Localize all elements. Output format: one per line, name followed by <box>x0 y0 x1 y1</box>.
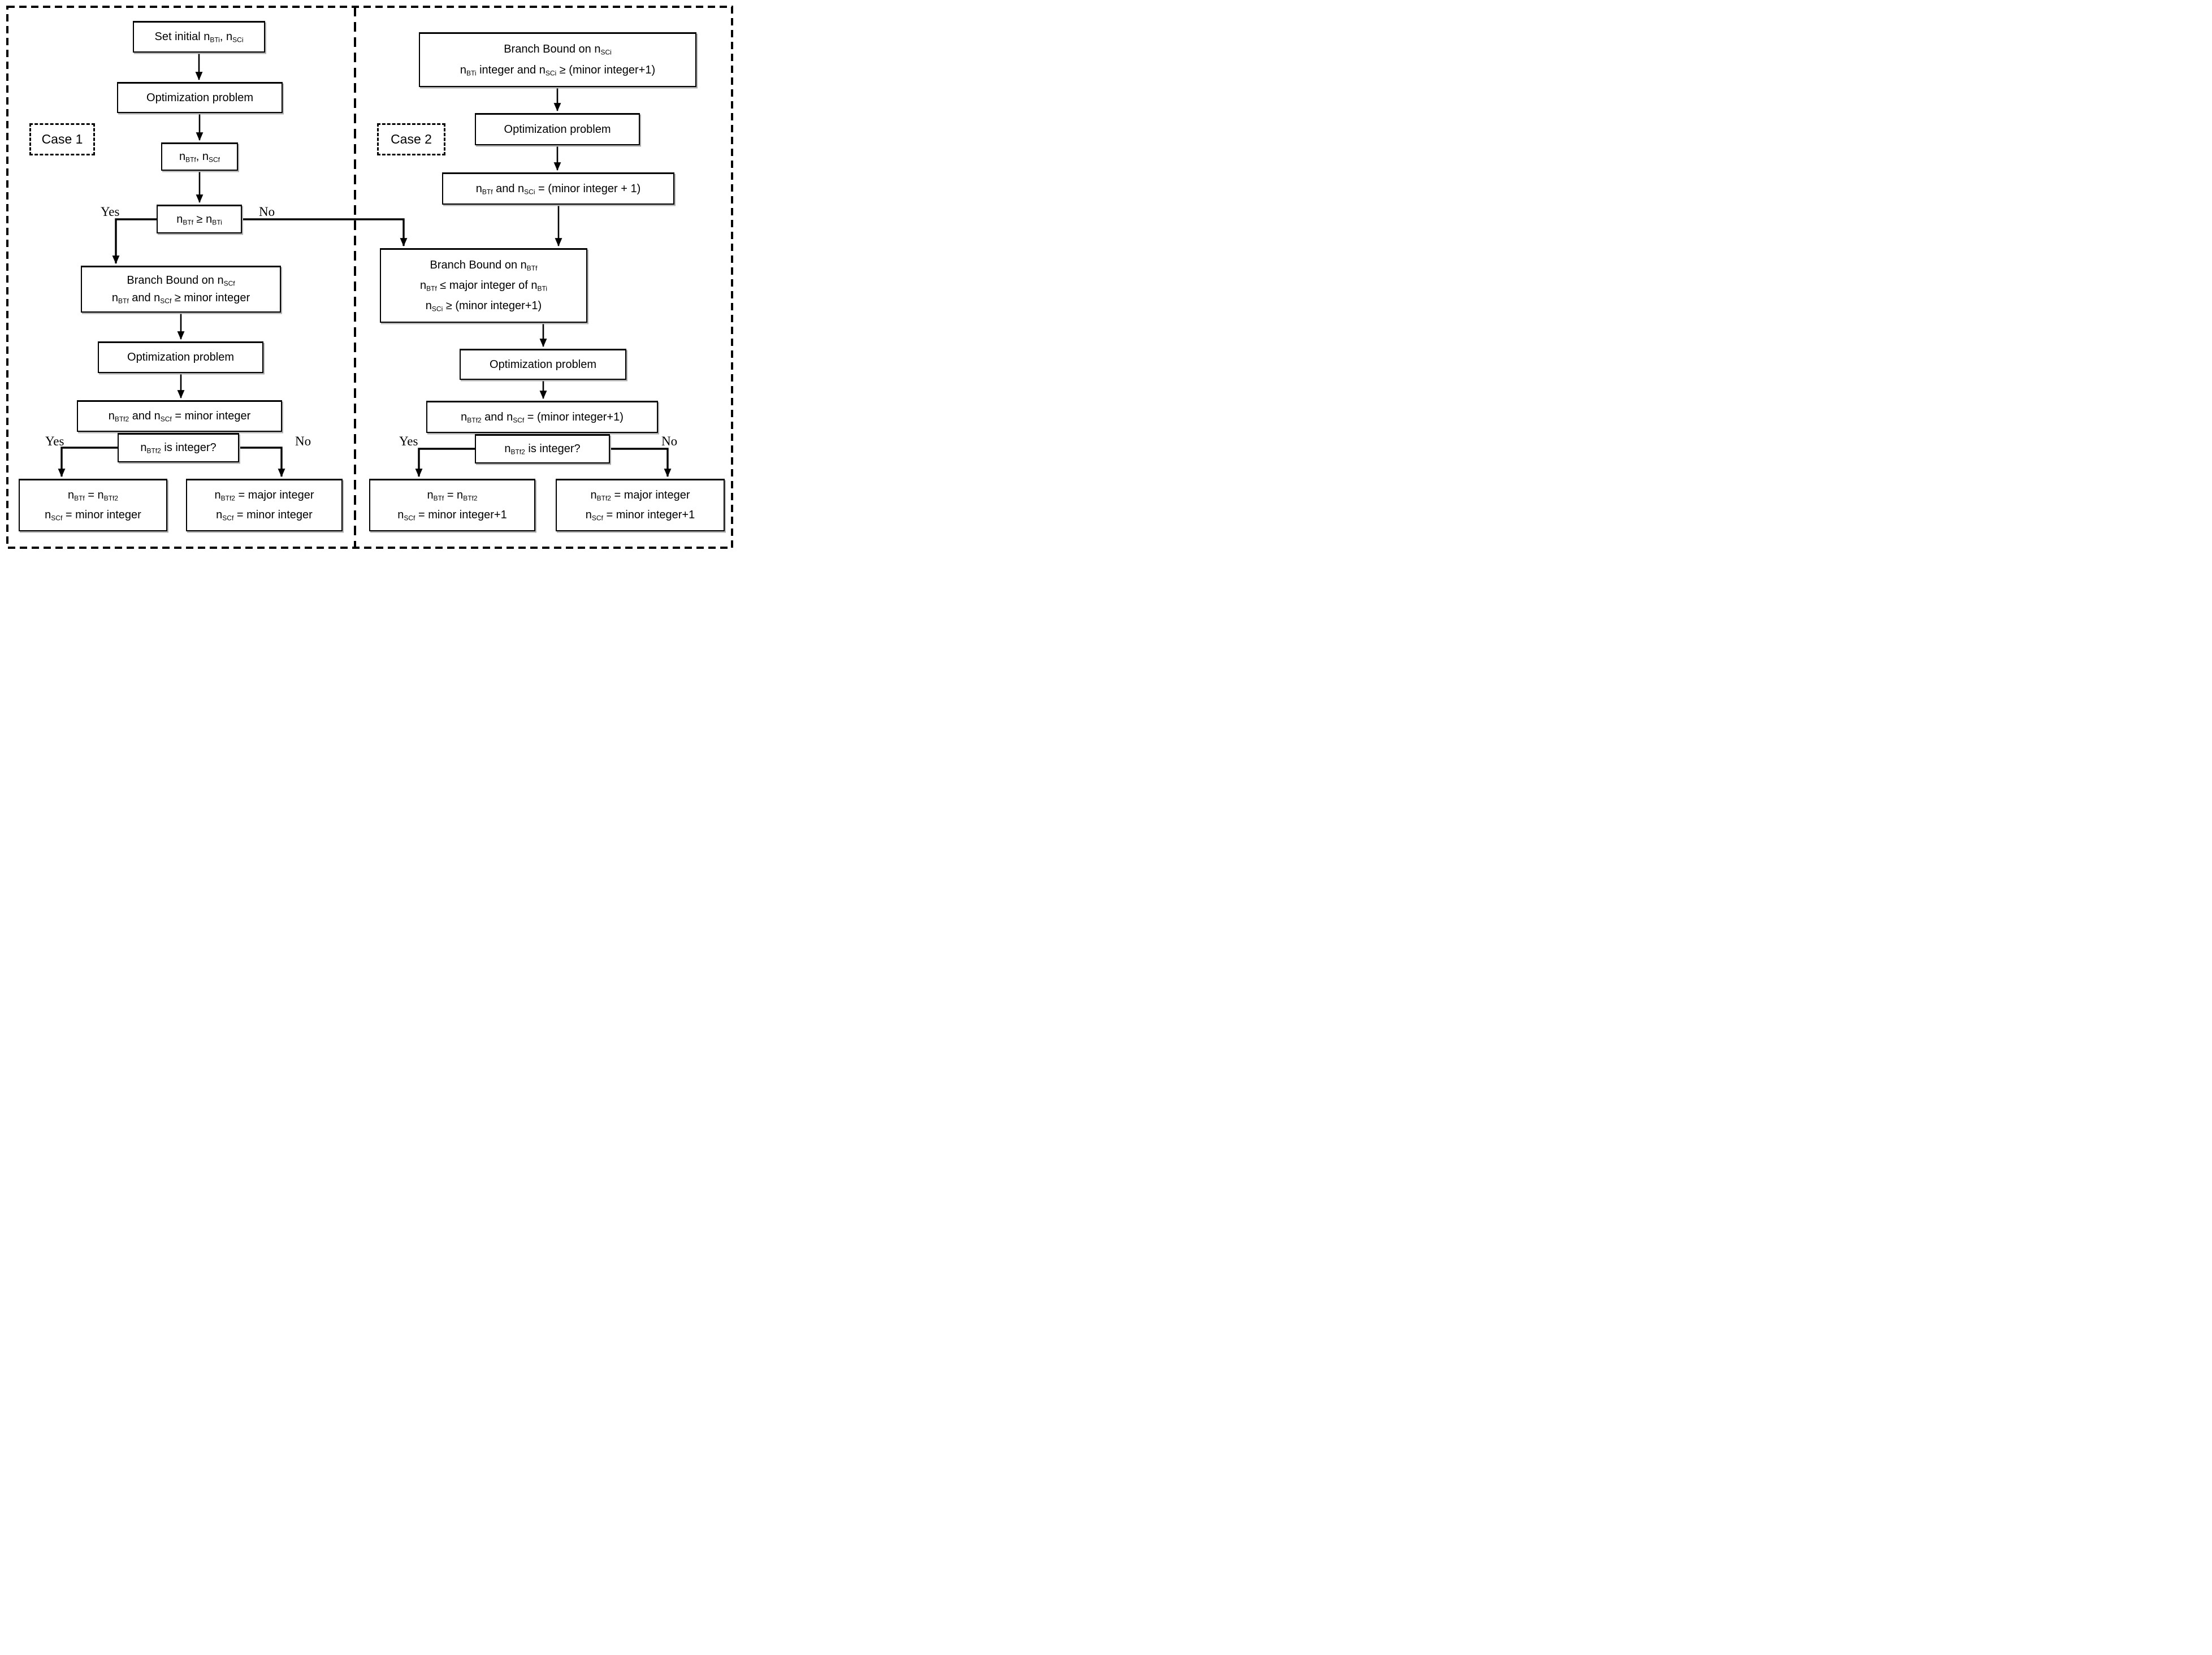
label-no-decision2: No <box>295 434 311 448</box>
node-optimization-problem-3: Optimization problem <box>475 113 640 145</box>
arrow-decision1-no-to-branch-bound-nbtf <box>242 218 408 247</box>
decision-nbtf2-is-integer-case2: nBTf2 is integer? <box>475 434 610 463</box>
box-text-line: nBTf2 is integer? <box>140 441 217 455</box>
box-text-line: nBTf = nBTf2 <box>67 489 119 502</box>
node-branch-bound-nbtf: Branch Bound on nBTf nBTf ≤ major intege… <box>380 248 587 323</box>
node-set-initial: Set initial nBTi, nSCi <box>133 21 265 53</box>
box-text-line: nBTf2 = major integer <box>214 489 314 502</box>
node-branch-bound-nsci: Branch Bound on nSCi nBTi integer and nS… <box>419 32 696 87</box>
label-no-decision1: No <box>259 205 275 219</box>
node-nbtf-nscf: nBTf, nSCf <box>161 142 238 171</box>
box-text-line: Optimization problem <box>127 351 234 363</box>
node-branch-bound-nscf: Branch Bound on nSCf nBTf and nSCf ≥ min… <box>81 266 281 313</box>
case2-label: Case 2 <box>391 132 432 146</box>
box-text-line: Set initial nBTi, nSCi <box>154 31 244 44</box>
box-text-line: nSCf = minor integer <box>216 509 313 522</box>
decision-nbtf-gte-nbti: nBTf ≥ nBTi <box>157 205 242 233</box>
arrow-decision1-yes-to-branch-bound-nscf <box>112 218 157 265</box>
box-text-line: nBTf2 = major integer <box>590 489 690 502</box>
box-text-line: Optimization problem <box>146 91 253 104</box>
box-text-line: Branch Bound on nSCf <box>127 274 235 288</box>
box-text-line: Branch Bound on nSCi <box>504 43 612 57</box>
box-text-line: Branch Bound on nBTf <box>430 259 538 272</box>
box-text-line: nSCf = minor integer+1 <box>585 509 695 522</box>
box-text-line: Optimization problem <box>504 123 611 136</box>
label-no-decision3: No <box>661 434 678 448</box>
label-yes-decision1: Yes <box>101 205 120 219</box>
box-text-line: nBTf and nSCi = (minor integer + 1) <box>475 182 641 196</box>
box-text-line: nSCf = minor integer <box>45 509 141 522</box>
box-text-line: nBTf2 is integer? <box>504 443 581 456</box>
box-text-line: nBTf ≤ major integer of nBTi <box>419 279 548 293</box>
decision-nbtf2-is-integer-case1: nBTf2 is integer? <box>118 433 239 462</box>
connector-layer <box>6 6 733 549</box>
outer-dashed-border <box>6 6 733 549</box>
box-text-line: nBTf = nBTf2 <box>427 489 478 502</box>
arrow-decision3-no-to-result <box>610 448 672 478</box>
box-text-line: nBTf2 and nSCf = (minor integer+1) <box>461 410 624 424</box>
arrow-decision3-yes-to-result <box>415 448 475 478</box>
box-text-line: nBTf, nSCf <box>179 150 220 164</box>
box-text-line: nBTf ≥ nBTi <box>176 213 222 226</box>
node-optimization-problem-2: Optimization problem <box>98 341 263 373</box>
node-result-case1-yes: nBTf = nBTf2 nSCf = minor integer <box>19 479 167 531</box>
node-optimization-problem-4: Optimization problem <box>460 349 626 380</box>
box-text-line: nSCi ≥ (minor integer+1) <box>425 300 542 313</box>
arrow-decision2-yes-to-result <box>58 447 118 478</box>
arrow-decision2-no-to-result <box>239 447 285 478</box>
node-nbtf2-nscf-eq-minor: nBTf2 and nSCf = minor integer <box>77 400 282 432</box>
node-result-case1-no: nBTf2 = major integer nSCf = minor integ… <box>186 479 343 531</box>
node-result-case2-yes: nBTf = nBTf2 nSCf = minor integer+1 <box>369 479 535 531</box>
label-yes-decision2: Yes <box>45 434 64 448</box>
box-text-line: nBTi integer and nSCi ≥ (minor integer+1… <box>460 63 656 77</box>
case1-label: Case 1 <box>41 132 83 146</box>
node-optimization-problem-1: Optimization problem <box>117 82 283 113</box>
box-text-line: nBTf and nSCf ≥ minor integer <box>111 292 250 305</box>
box-text-line: nSCf = minor integer+1 <box>397 509 507 522</box>
node-nbtf-nsci-eq-minor-plus1: nBTf and nSCi = (minor integer + 1) <box>442 172 674 205</box>
case2-label-box: Case 2 <box>377 123 445 155</box>
flowchart: Set initial nBTi, nSCi Optimization prob… <box>0 0 737 552</box>
case1-label-box: Case 1 <box>29 123 95 155</box>
node-nbtf2-nscf-eq-minor-plus1: nBTf2 and nSCf = (minor integer+1) <box>426 401 658 433</box>
label-yes-decision3: Yes <box>399 434 418 448</box>
box-text-line: Optimization problem <box>490 358 596 371</box>
box-text-line: nBTf2 and nSCf = minor integer <box>108 410 251 423</box>
node-result-case2-no: nBTf2 = major integer nSCf = minor integ… <box>556 479 725 531</box>
